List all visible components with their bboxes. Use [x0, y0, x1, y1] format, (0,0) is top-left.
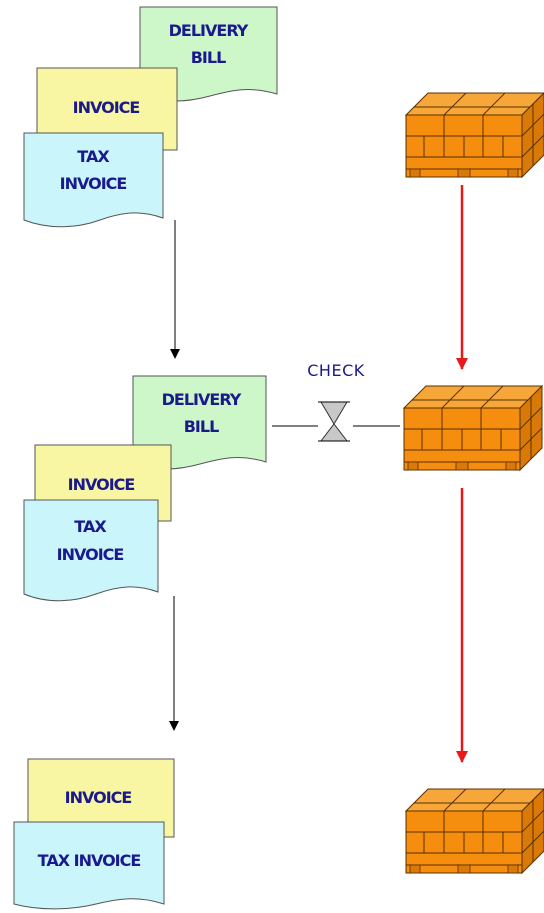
check-connector: CHECK	[272, 361, 400, 442]
tax-invoice-document: TAX INVOICE	[13, 821, 165, 910]
stage-1-documents: DELIVERY BILL INVOICE TAX INVOICE	[23, 6, 278, 228]
delivery-bill-line2: BILL	[184, 417, 219, 436]
tax-invoice-line1: TAX	[74, 517, 107, 536]
pallet-boxes-icon	[405, 788, 544, 874]
delivery-bill-line2: BILL	[191, 48, 226, 67]
tax-invoice-line2: INVOICE	[60, 174, 127, 193]
invoice-label: INVOICE	[65, 788, 132, 807]
delivery-bill-line1: DELIVERY	[169, 21, 249, 40]
invoice-label: INVOICE	[73, 98, 140, 117]
tax-invoice-line2: INVOICE	[57, 545, 124, 564]
invoice-document: INVOICE	[36, 67, 178, 151]
stage-3-documents: INVOICE TAX INVOICE	[13, 758, 175, 910]
tax-invoice-label: TAX INVOICE	[38, 851, 141, 870]
delivery-bill-line1: DELIVERY	[162, 390, 242, 409]
pallet-boxes-icon	[403, 385, 543, 471]
stage-2-documents: DELIVERY BILL INVOICE TAX INVOICE	[23, 375, 267, 602]
pallet-boxes-icon	[405, 92, 544, 178]
tax-invoice-document: TAX INVOICE	[23, 499, 159, 602]
invoice-document: INVOICE	[27, 758, 175, 838]
invoice-label: INVOICE	[68, 475, 135, 494]
tax-invoice-line1: TAX	[77, 147, 110, 166]
tax-invoice-document: TAX INVOICE	[23, 132, 164, 228]
check-label: CHECK	[307, 361, 364, 380]
hourglass-valve-icon	[318, 401, 350, 442]
